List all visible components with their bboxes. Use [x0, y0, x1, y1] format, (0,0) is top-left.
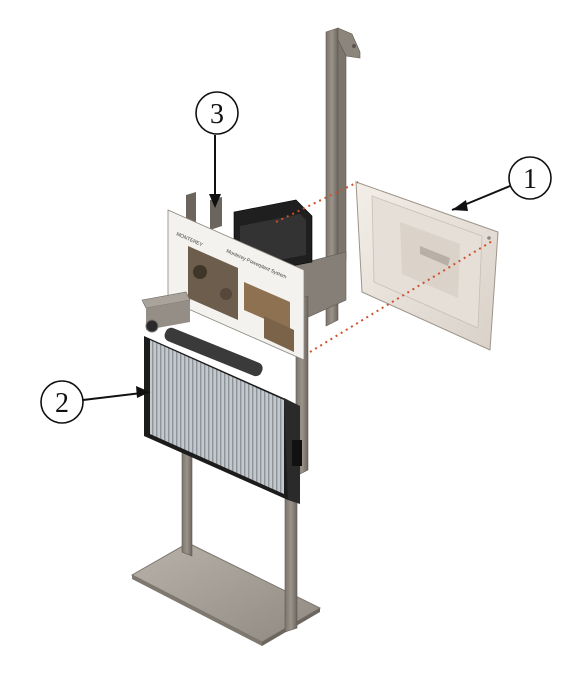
callout-1-label: 1	[523, 164, 537, 195]
callout-3-label: 3	[210, 99, 224, 130]
callout-2: 2	[40, 380, 151, 424]
callout-1: 1	[451, 156, 552, 211]
sign-panel: MONTEREY Monterey Powerplant System	[167, 209, 305, 361]
callout-2-label: 2	[55, 388, 69, 419]
radiator	[141, 291, 302, 504]
callout-3: 3	[195, 91, 239, 208]
stand-legs	[181, 439, 298, 633]
hood	[355, 181, 499, 351]
